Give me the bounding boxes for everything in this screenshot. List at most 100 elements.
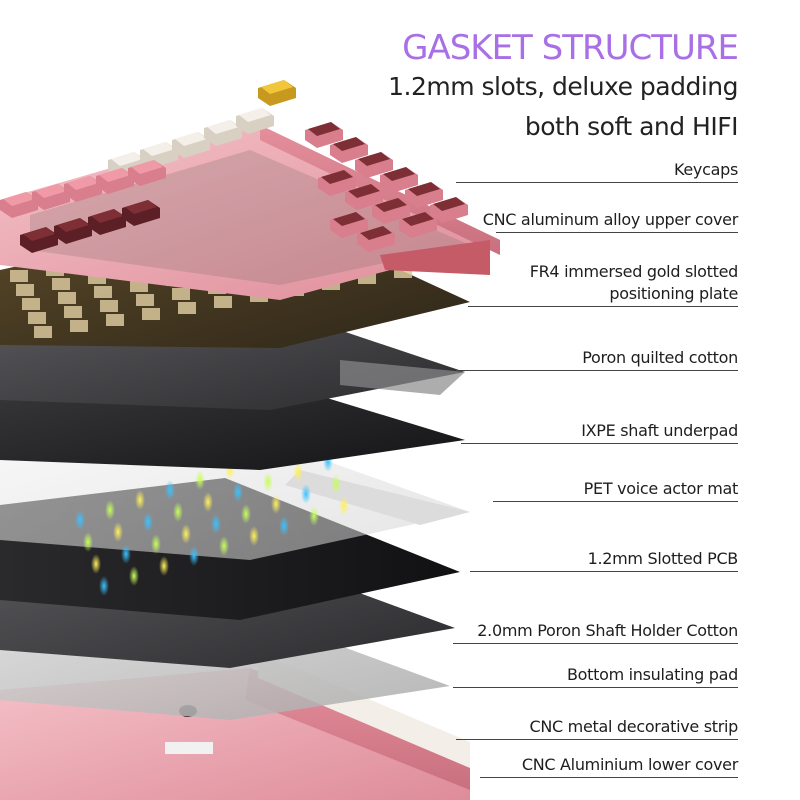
- leader-line-poron-cotton: [456, 370, 738, 371]
- leader-line-decorative-strip: [456, 739, 738, 740]
- rgb-led: [263, 472, 273, 492]
- switch: [70, 320, 88, 332]
- keycap: [88, 209, 126, 235]
- keycap: [172, 132, 210, 158]
- rgb-led: [83, 532, 93, 552]
- leader-line-positioning-plate: [468, 306, 738, 307]
- leader-line-pet-mat: [493, 501, 738, 502]
- rgb-led: [91, 554, 101, 574]
- rgb-led: [189, 546, 199, 566]
- keycap: [258, 80, 296, 106]
- keycap: [204, 120, 242, 146]
- rgb-led: [233, 482, 243, 502]
- label-positioning-plate: FR4 immersed gold slotted: [529, 262, 739, 281]
- rgb-led: [165, 480, 175, 500]
- leader-line-keycaps: [456, 182, 738, 183]
- rgb-led: [113, 522, 123, 542]
- rgb-led: [173, 502, 183, 522]
- label-upper-cover: CNC aluminum alloy upper cover: [482, 210, 739, 229]
- switch: [16, 284, 34, 296]
- leader-line-ixpe-underpad: [461, 443, 738, 444]
- rgb-led: [121, 544, 131, 564]
- switch: [172, 288, 190, 300]
- rgb-led: [309, 506, 319, 526]
- keycap: [345, 184, 383, 210]
- keycap: [20, 227, 58, 253]
- switch: [136, 294, 154, 306]
- rgb-led: [159, 556, 169, 576]
- heading-subtitle-line1: 1.2mm slots, deluxe padding: [388, 72, 738, 101]
- rgb-led: [75, 510, 85, 530]
- switch: [106, 314, 124, 326]
- rgb-led: [271, 494, 281, 514]
- leader-line-upper-cover: [496, 232, 738, 233]
- switch: [34, 326, 52, 338]
- label-ixpe-underpad: IXPE shaft underpad: [581, 421, 738, 440]
- switch: [58, 292, 76, 304]
- label-decorative-strip: CNC metal decorative strip: [529, 717, 738, 736]
- leader-line-lower-cover: [480, 777, 738, 778]
- rgb-led: [241, 504, 251, 524]
- keycap: [330, 137, 368, 163]
- keycap: [64, 176, 102, 202]
- rgb-led: [181, 524, 191, 544]
- keycap: [128, 160, 166, 186]
- rgb-led: [105, 500, 115, 520]
- rgb-led: [301, 484, 311, 504]
- rgb-led: [331, 474, 341, 494]
- rgb-led: [211, 514, 221, 534]
- label-positioning-plate-line2: positioning plate: [609, 284, 738, 303]
- heading-title: GASKET STRUCTURE: [402, 28, 739, 68]
- switch: [142, 308, 160, 320]
- leader-line-insulating-pad: [453, 687, 738, 688]
- rgb-led: [151, 534, 161, 554]
- rgb-led: [143, 512, 153, 532]
- leader-line-shaft-holder-cotton: [453, 643, 738, 644]
- keycap: [122, 200, 160, 226]
- keycap: [305, 122, 343, 148]
- rgb-led: [249, 526, 259, 546]
- keycap: [399, 212, 437, 238]
- keycap: [355, 152, 393, 178]
- keycaps-layer: [0, 80, 468, 253]
- heading-subtitle-line2: both soft and HIFI: [524, 112, 739, 141]
- rgb-led: [293, 462, 303, 482]
- label-lower-cover: CNC Aluminium lower cover: [521, 755, 738, 774]
- rgb-led: [135, 490, 145, 510]
- rgb-led: [203, 492, 213, 512]
- keycap: [54, 218, 92, 244]
- rgb-led: [195, 470, 205, 490]
- keycap: [430, 197, 468, 223]
- keycap: [330, 212, 368, 238]
- keycap: [318, 170, 356, 196]
- label-insulating-pad: Bottom insulating pad: [566, 665, 738, 684]
- keycap: [0, 192, 38, 218]
- keycap: [372, 198, 410, 224]
- rgb-led: [219, 536, 229, 556]
- keycap: [96, 168, 134, 194]
- keycap: [357, 226, 395, 252]
- label-pet-mat: PET voice actor mat: [583, 479, 739, 498]
- switch: [52, 278, 70, 290]
- keycap: [380, 167, 418, 193]
- label-keycaps: Keycaps: [673, 160, 738, 179]
- switch: [28, 312, 46, 324]
- label-shaft-holder-cotton: 2.0mm Poron Shaft Holder Cotton: [477, 621, 738, 640]
- label-poron-cotton: Poron quilted cotton: [582, 348, 738, 367]
- label-slotted-pcb: 1.2mm Slotted PCB: [587, 549, 739, 568]
- rgb-led: [279, 516, 289, 536]
- switch: [94, 286, 112, 298]
- leader-line-slotted-pcb: [470, 571, 738, 572]
- switch: [130, 280, 148, 292]
- rgb-led: [129, 566, 139, 586]
- switch: [64, 306, 82, 318]
- switch: [22, 298, 40, 310]
- switch: [10, 270, 28, 282]
- switch: [100, 300, 118, 312]
- rgb-led: [339, 496, 349, 516]
- keycap: [405, 182, 443, 208]
- switch: [178, 302, 196, 314]
- keycap: [236, 108, 274, 134]
